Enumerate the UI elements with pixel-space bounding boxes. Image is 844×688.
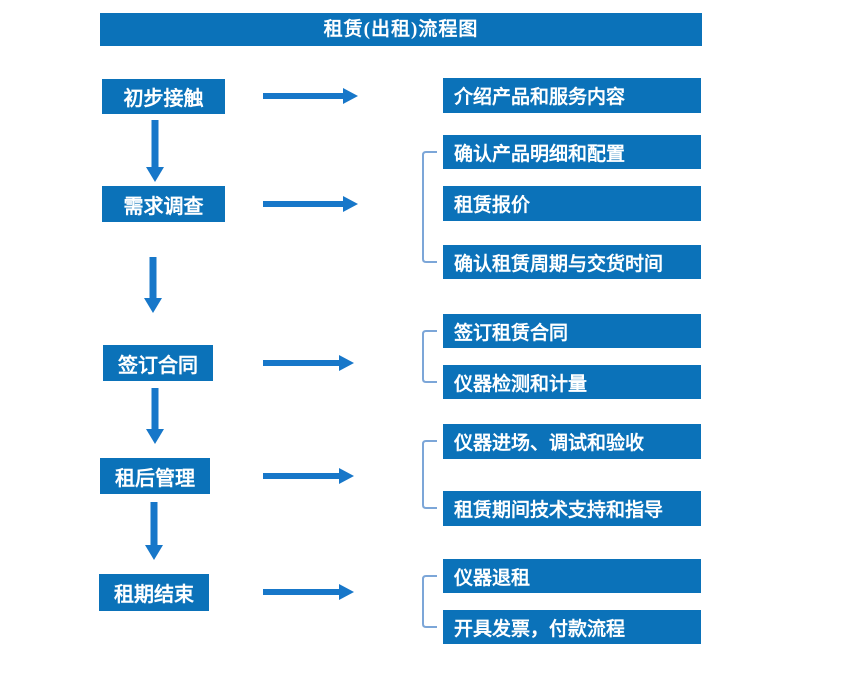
arrow-right-icon-2 [263,196,358,212]
detail-box-instrument-setup-acceptance: 仪器进场、调试和验收 [443,424,701,459]
arrow-down-icon-2 [144,257,162,313]
arrow-right-icon-3 [263,355,354,371]
flowchart-title: 租赁(出租)流程图 [100,13,702,46]
detail-box-confirm-product-config: 确认产品明细和配置 [443,135,701,169]
bracket-group-3 [422,330,437,383]
bracket-group-4 [422,440,437,509]
detail-box-introduce-products: 介绍产品和服务内容 [443,78,701,113]
arrow-down-icon-3 [146,388,164,444]
arrow-right-icon-4 [263,468,354,484]
detail-box-instrument-return: 仪器退租 [443,559,701,593]
arrow-right-icon-5 [263,584,354,600]
detail-box-invoice-payment: 开具发票，付款流程 [443,610,701,644]
detail-box-rental-quote: 租赁报价 [443,186,701,221]
bracket-group-5 [422,575,437,628]
step-box-demand-survey: 需求调查 [102,186,225,222]
step-box-rental-end: 租期结束 [99,574,209,611]
detail-box-sign-rental-contract: 签订租赁合同 [443,314,701,348]
detail-box-tech-support: 租赁期间技术支持和指导 [443,491,701,526]
step-box-sign-contract: 签订合同 [103,345,213,381]
arrow-down-icon-4 [145,502,163,560]
detail-box-instrument-testing: 仪器检测和计量 [443,365,701,399]
step-box-initial-contact: 初步接触 [102,79,225,114]
arrow-right-icon-1 [263,88,358,104]
detail-box-confirm-period-delivery: 确认租赁周期与交货时间 [443,245,701,279]
bracket-group-2 [422,151,437,263]
arrow-down-icon-1 [146,120,164,182]
step-box-post-rental-management: 租后管理 [100,458,210,494]
